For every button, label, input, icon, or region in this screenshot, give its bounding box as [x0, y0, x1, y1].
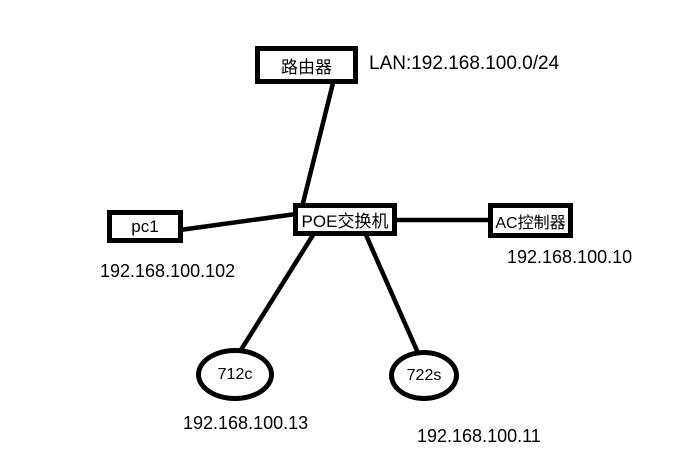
- ap-712c-ip-label: 192.168.100.13: [183, 413, 309, 433]
- node-ac-controller-label: AC控制器: [495, 214, 566, 232]
- edge-poe-722s: [363, 234, 421, 354]
- edge-poe-router: [299, 82, 336, 208]
- node-ap-722s: 722s: [389, 350, 459, 401]
- node-pc1: pc1: [107, 210, 183, 243]
- node-pc1-label: pc1: [131, 216, 159, 236]
- ap-722s-ip-label: 192.168.100.11: [417, 426, 541, 446]
- node-router-label: 路由器: [281, 57, 332, 77]
- node-router: 路由器: [255, 46, 358, 84]
- edge-poe-712c: [237, 233, 315, 355]
- node-ap-712c: 712c: [196, 348, 274, 401]
- edge-poe-pc1: [179, 211, 297, 233]
- node-ap-722s-label: 722s: [406, 366, 442, 384]
- node-poe-switch: POE交换机: [293, 203, 397, 236]
- node-ac-controller: AC控制器: [488, 203, 573, 238]
- pc1-ip-label: 192.168.100.102: [100, 261, 236, 281]
- ac-controller-ip-label: 192.168.100.10: [507, 247, 633, 267]
- node-ap-712c-label: 712c: [217, 365, 253, 383]
- lan-subnet-label: LAN:192.168.100.0/24: [369, 53, 560, 74]
- node-poe-switch-label: POE交换机: [301, 212, 389, 231]
